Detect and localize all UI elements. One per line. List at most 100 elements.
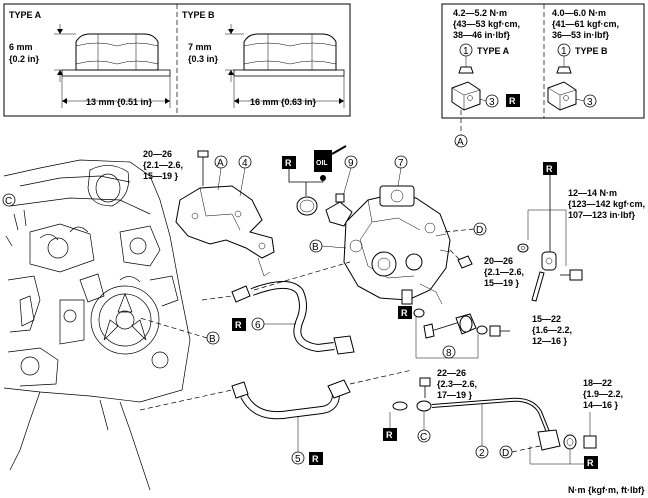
fuel-pump-part-7 xyxy=(343,185,451,305)
inset-b-callout-1: 1 xyxy=(557,43,571,57)
type-b-height: 7 mm xyxy=(188,42,212,52)
svg-text:5: 5 xyxy=(295,454,301,465)
lower-right-torque-l3: 14—16 } xyxy=(583,400,619,410)
torque-inset-border xyxy=(441,3,645,119)
svg-text:9: 9 xyxy=(348,158,354,169)
fuel-pipe-part-2 xyxy=(392,397,597,451)
svg-text:1: 1 xyxy=(561,46,567,57)
pump-ref-b: B xyxy=(309,239,323,253)
svg-text:R: R xyxy=(401,308,408,318)
svg-text:R: R xyxy=(546,164,553,174)
svg-text:C: C xyxy=(420,432,427,443)
inset-a-torque-nm: 4.2—5.2 N·m xyxy=(453,8,507,18)
bracket-part-4 xyxy=(175,185,275,277)
callout-7: 7 xyxy=(394,155,408,169)
type-a-width: 13 mm {0.51 in} xyxy=(86,97,153,107)
hose-5-replace-mark: R xyxy=(309,452,323,465)
hose-part-6 xyxy=(231,281,355,355)
type-a-nut xyxy=(61,33,171,77)
pipe-right-replace-mark: R xyxy=(584,456,598,469)
type-a-label: TYPE A xyxy=(9,10,42,20)
bolt-assembly-part-8 xyxy=(413,308,510,339)
svg-text:R: R xyxy=(285,158,292,168)
svg-text:B: B xyxy=(209,334,216,345)
svg-text:3: 3 xyxy=(489,97,495,108)
svg-text:A: A xyxy=(457,137,464,148)
inset-a-nut xyxy=(458,56,474,74)
type-b-height-dimension xyxy=(225,24,244,82)
svg-text:C: C xyxy=(5,196,12,207)
torque-inset-panel: 4.2—5.2 N·m {43—53 kgf·cm, 38—46 in·lbf}… xyxy=(441,3,645,148)
oil-can-icon: OIL xyxy=(314,145,347,181)
svg-text:8: 8 xyxy=(446,348,452,359)
engine-ref-c: C xyxy=(2,193,16,207)
inset-b-callout-3: 3 xyxy=(583,94,597,108)
engine-block xyxy=(3,159,191,491)
inset-b-type: TYPE B xyxy=(575,46,608,56)
washer-right xyxy=(517,243,529,253)
pipe-ref-c: C xyxy=(417,429,431,443)
bracket-bolt xyxy=(197,150,209,186)
lower-right-torque-l1: 18—22 xyxy=(583,378,612,388)
svg-text:A: A xyxy=(217,158,224,169)
svg-text:2: 2 xyxy=(479,448,485,459)
pipe-bolt xyxy=(419,377,431,398)
oring-replace-mark: R xyxy=(282,156,296,169)
link-rod xyxy=(531,175,557,302)
pipe-bolt-torque-l3: 17—19 } xyxy=(437,390,473,400)
pipe-bolt-torque-l1: 22—26 xyxy=(437,368,466,378)
pump-nut-torque-l3: 15—19 } xyxy=(484,278,520,288)
type-b-height-in: {0.3 in} xyxy=(188,54,219,64)
inset-a-sensor xyxy=(451,81,481,111)
mid-right-torque-l3: 12—16 } xyxy=(532,336,568,346)
pump-sensor xyxy=(325,193,353,227)
inset-a-torque-inlbf: 38—46 in·lbf} xyxy=(453,30,511,40)
inset-b-nut xyxy=(556,56,572,74)
inset-a-callout-3: 3 xyxy=(485,94,499,108)
type-a-height-in: {0.2 in} xyxy=(9,54,40,64)
upper-right-torque-l1: 12—14 N·m xyxy=(568,188,617,198)
nut-dimension-panel: TYPE A TYPE B 6 mm {0.2 in} 1 xyxy=(3,3,351,117)
inset-b-torque-kgf: {41—61 kgf·cm, xyxy=(552,19,619,29)
svg-text:3: 3 xyxy=(587,97,593,108)
callout-6: 6 xyxy=(251,317,265,331)
inset-b-torque-nm: 4.0—6.0 N·m xyxy=(552,8,606,18)
inset-b-torque-inlbf: 36—53 in·lbf} xyxy=(552,30,610,40)
svg-text:D: D xyxy=(502,448,509,459)
type-b-label: TYPE B xyxy=(182,10,215,20)
hose-ref-b: B xyxy=(206,331,220,345)
units-note: N·m {kgf·m, ft·lbf} xyxy=(568,485,645,495)
svg-text:R: R xyxy=(235,320,242,330)
bracket-bolt-torque-l2: {2.1—2.6, xyxy=(143,160,183,170)
inset-b-sensor xyxy=(547,81,577,111)
bracket-bolt-torque-l1: 20—26 xyxy=(143,149,172,159)
callout-ref-a: A xyxy=(214,155,228,169)
callout-8: 8 xyxy=(442,345,456,359)
inset-a-torque-kgf: {43—53 kgf·cm, xyxy=(453,19,520,29)
link-bolt xyxy=(560,269,583,281)
type-a-width-dimension xyxy=(61,76,171,108)
inset-a-ref-a: A xyxy=(454,134,468,148)
svg-text:B: B xyxy=(312,242,319,253)
svg-text:OIL: OIL xyxy=(316,160,328,167)
svg-text:R: R xyxy=(312,454,319,464)
pipe-bolt-torque-l2: {2.3—2.6, xyxy=(437,379,477,389)
bracket-bolt-torque-l3: 15—19 } xyxy=(143,171,179,181)
pump-nut-torque-l2: {2.1—2.6, xyxy=(484,267,524,277)
pump-nut-torque-l1: 20—26 xyxy=(484,256,513,266)
svg-text:D: D xyxy=(476,225,483,236)
hose-part-5 xyxy=(231,379,351,420)
type-a-height: 6 mm xyxy=(9,42,33,52)
upper-right-torque-l2: {123—142 kgf·cm, xyxy=(568,199,645,209)
svg-text:7: 7 xyxy=(398,158,404,169)
lower-right-torque-l2: {1.9—2.2, xyxy=(583,389,623,399)
callout-4: 4 xyxy=(238,155,252,169)
callout-9: 9 xyxy=(344,155,358,169)
inset-a-callout-1: 1 xyxy=(459,43,473,57)
bolt-assembly-replace-mark: R xyxy=(398,306,412,319)
mid-right-torque-l1: 15—22 xyxy=(532,314,561,324)
inset-a-replace-mark: R xyxy=(506,94,520,107)
engine-sprocket xyxy=(90,285,160,355)
